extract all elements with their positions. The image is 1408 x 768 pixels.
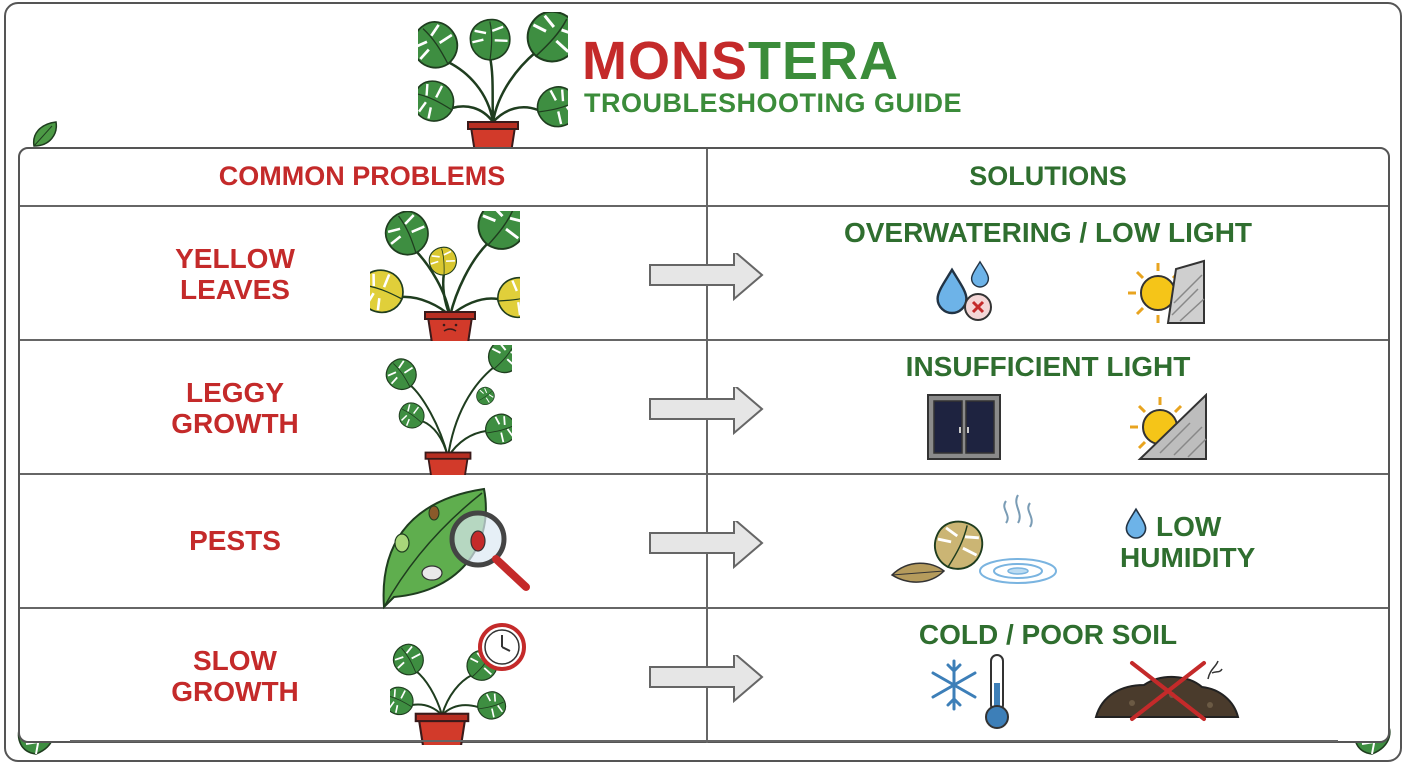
solution-label: OVERWATERING / LOW LIGHT: [843, 217, 1253, 248]
page-subtitle: TROUBLESHOOTING GUIDE: [584, 88, 963, 118]
solution-label: INSUFFICIENT LIGHT: [905, 351, 1191, 382]
thermometer-icon: [985, 654, 1009, 729]
problem-label: SLOW GROWTH: [140, 645, 330, 707]
crossed-soil-icon: [1094, 660, 1240, 721]
table-row: LEGGY GROWTH INSUFFICIENT LIGHT: [20, 341, 1388, 475]
table-row: PESTS LOW HUMIDITY: [20, 475, 1388, 610]
arrow-icon: [649, 655, 763, 702]
snowflake-icon: [931, 659, 977, 711]
arrow-icon: [649, 387, 763, 434]
problem-label-line: PESTS: [189, 525, 281, 556]
corner-leaf-icon: [32, 121, 58, 147]
sun-shade-icon: [1128, 259, 1205, 325]
solution-label: COLD / POOR SOIL: [918, 619, 1178, 650]
column-divider: [706, 149, 708, 743]
problem-label-line: GROWTH: [171, 676, 299, 707]
bottom-rule: [70, 740, 1338, 742]
plant-clock-icon: [390, 623, 526, 745]
evaporating-water-icon: [979, 494, 1057, 584]
sun-shade-icon: [1130, 393, 1207, 460]
problem-label-line: YELLOW: [175, 243, 295, 274]
problem-label-line: LEAVES: [180, 274, 290, 305]
problem-label: LEGGY GROWTH: [140, 377, 330, 439]
row-divider: [20, 339, 1388, 341]
column-header-solutions: SOLUTIONS: [969, 161, 1127, 191]
leggy-plant-icon: [382, 345, 512, 475]
arrow-icon: [649, 521, 763, 568]
monstera-plant-icon: [418, 12, 568, 152]
problem-label: YELLOW LEAVES: [140, 243, 330, 305]
problem-label-line: SLOW: [193, 645, 277, 676]
table-row: YELLOW LEAVES OVERWATERING / LOW LIGHT: [20, 207, 1388, 341]
table-row: SLOW GROWTH COLD / POOR SOIL: [20, 609, 1388, 745]
yellow-leaf-plant-icon: [370, 211, 520, 341]
row-divider: [20, 205, 1388, 207]
row-divider: [20, 473, 1388, 475]
title-part-red: MONS: [582, 31, 748, 91]
title-part-green: TERA: [748, 31, 899, 91]
arrow-icon: [649, 253, 763, 300]
row-divider: [20, 607, 1388, 609]
page-title: MONSTERA: [582, 30, 899, 92]
solution-label: LOW HUMIDITY: [1120, 511, 1255, 573]
problem-label: PESTS: [140, 525, 330, 556]
leaf-magnifier-bug-icon: [382, 487, 530, 610]
dry-leaves-icon: [890, 513, 988, 583]
problem-label-line: LEGGY: [185, 377, 284, 408]
problem-label-line: GROWTH: [171, 408, 299, 439]
guide-header: MONSTERA TROUBLESHOOTING GUIDE: [0, 0, 1408, 152]
column-header-problems: COMMON PROBLEMS: [218, 161, 506, 191]
dark-window-icon: [927, 394, 1001, 460]
solution-label-line: LOW: [1156, 511, 1222, 542]
troubleshooting-table: COMMON PROBLEMS SOLUTIONS YELLOW LEAVES: [18, 147, 1390, 745]
water-drops-x-icon: [936, 261, 992, 321]
solution-label-line: HUMIDITY: [1120, 542, 1256, 573]
